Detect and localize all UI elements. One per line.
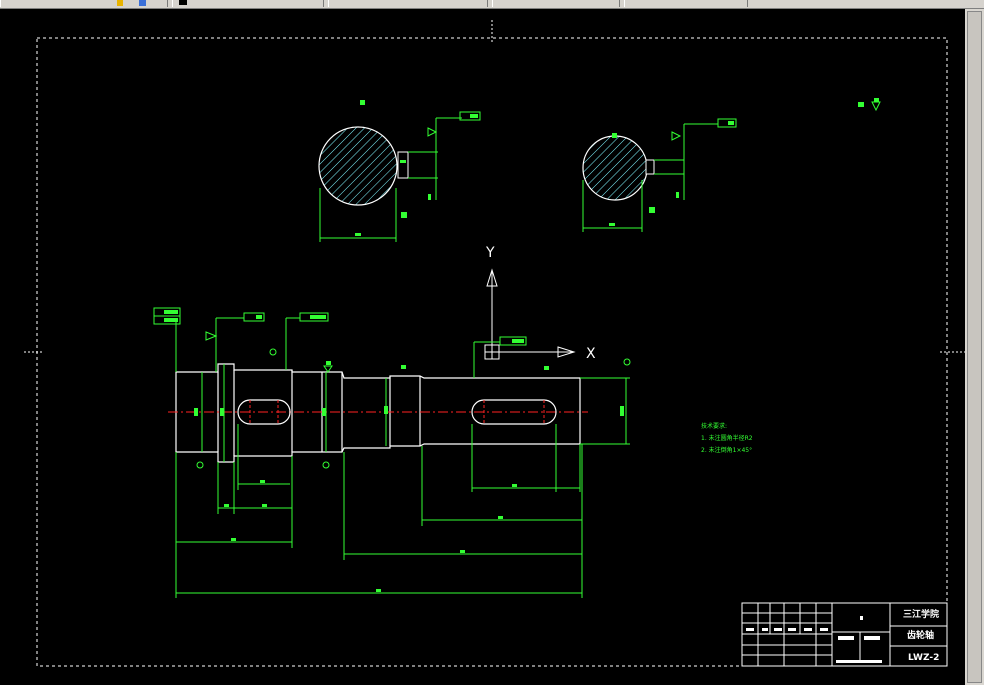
shaft-main-view	[175, 363, 581, 463]
dimension-values	[164, 310, 624, 592]
toolbar-field-4[interactable]	[624, 0, 748, 7]
title-block-drawing-no: LWZ-2	[908, 653, 939, 663]
tech-req-item-1: 1. 未注圆角半径R2	[701, 434, 753, 442]
toolbar-icon-folder[interactable]	[117, 0, 123, 6]
toolbar-field-2[interactable]	[328, 0, 488, 7]
keyway-left	[237, 399, 291, 425]
application-toolbar	[0, 0, 984, 9]
toolbar-field-3[interactable]	[492, 0, 620, 7]
title-block-fills	[746, 616, 882, 663]
ucs-icon	[484, 268, 576, 360]
section-view-right	[582, 118, 737, 232]
title-block-part-name: 齿轮轴	[907, 629, 934, 641]
section-view-left	[318, 100, 481, 242]
scrollbar-thumb[interactable]	[967, 11, 982, 683]
technical-requirements: 技术要求: 1. 未注圆角半径R2 2. 未注倒角1×45°	[701, 422, 753, 454]
toolbar-segment-icons[interactable]	[0, 0, 168, 7]
keyway-right	[471, 399, 557, 425]
ucs-x-label: X	[586, 346, 596, 362]
vertical-scrollbar[interactable]	[965, 9, 984, 685]
title-block-school: 三江学院	[903, 608, 939, 620]
toolbar-field-icon	[179, 0, 187, 5]
roughness-symbol-general	[858, 98, 881, 112]
toolbar-field-1[interactable]	[172, 0, 324, 7]
dimension-lines	[153, 307, 630, 598]
ucs-y-label: Y	[485, 245, 495, 261]
tech-req-title: 技术要求:	[701, 422, 727, 430]
title-block	[741, 602, 948, 667]
cad-drawing-canvas[interactable]: Y X	[0, 9, 965, 685]
tech-req-item-2: 2. 未注倒角1×45°	[701, 446, 752, 454]
datum-symbols	[196, 331, 631, 469]
toolbar-icon-shield[interactable]	[139, 0, 146, 6]
